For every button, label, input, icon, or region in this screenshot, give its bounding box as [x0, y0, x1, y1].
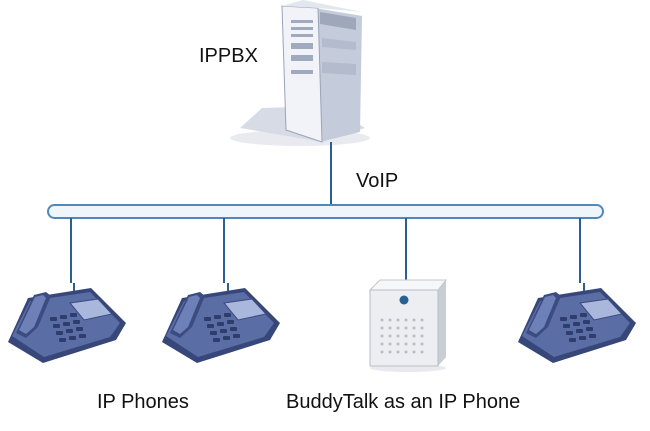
desk-phone-icon	[517, 282, 637, 364]
desk-phone-icon	[7, 282, 127, 364]
server-label: IPPBX	[199, 45, 258, 67]
ip-phones-label: IP Phones	[97, 391, 189, 413]
voip-network-bus	[47, 204, 604, 219]
server-icon	[230, 0, 370, 146]
desk-phone-icon	[161, 282, 281, 364]
buddytalk-device-icon	[368, 279, 448, 372]
network-label: VoIP	[356, 170, 399, 192]
buddytalk-label: BuddyTalk as an IP Phone	[286, 391, 521, 413]
